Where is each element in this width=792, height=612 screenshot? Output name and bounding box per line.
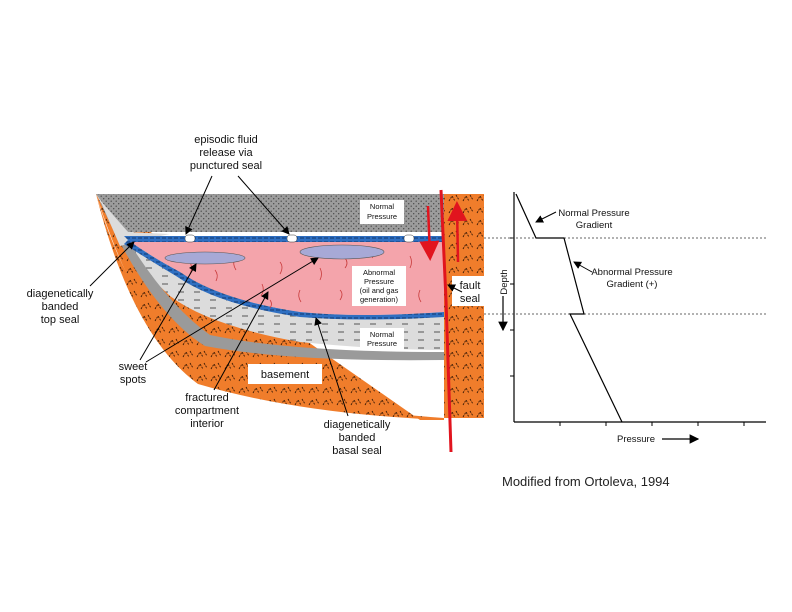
abnormal-gradient-line2: Gradient (+) xyxy=(607,279,658,290)
fractured-line3: interior xyxy=(190,418,224,430)
normal-pressure-top-box xyxy=(360,200,404,224)
seal-puncture-2 xyxy=(286,234,298,243)
episodic-release-line1: episodic fluid xyxy=(194,134,258,146)
basal-seal-band xyxy=(124,240,444,320)
abnormal-gradient-arrow xyxy=(573,261,593,273)
abnormal-pressure-line3: (oil and gas xyxy=(360,286,399,295)
normal-pressure-bottom-box xyxy=(360,328,404,350)
seal-puncture-3 xyxy=(403,234,415,243)
top-seal-band xyxy=(124,236,444,242)
episodic-arrow-right xyxy=(237,175,290,235)
top-seal-line3: top seal xyxy=(41,314,80,326)
basal-seal-line3: basal seal xyxy=(332,445,382,457)
normal-pressure-bottom-line2: Pressure xyxy=(367,339,397,348)
top-seal-line2: banded xyxy=(42,301,79,313)
pressure-depth-graph: Normal Pressure Gradient Abnormal Pressu… xyxy=(484,192,766,445)
pressure-profile xyxy=(515,193,623,423)
fault-up-arrow xyxy=(447,201,468,263)
upper-shale-wedge xyxy=(100,200,170,246)
abnormal-pressure-line1: Abnormal xyxy=(363,268,395,277)
fault-seal-box xyxy=(452,276,484,306)
fractured-line2: compartment xyxy=(175,405,239,417)
fault-seal-line1: fault xyxy=(460,280,481,292)
fault-seal-line2: seal xyxy=(460,293,480,305)
basal-seal-arrow xyxy=(314,317,349,417)
lower-shale-layer xyxy=(96,194,444,350)
pressure-axis-label: Pressure xyxy=(617,434,655,445)
top-seal-arrow xyxy=(89,241,135,287)
abnormal-pressure-box xyxy=(352,266,406,306)
abnormal-pressure-line2: Pressure xyxy=(364,277,394,286)
fractured-arrow xyxy=(213,291,269,391)
basement-rock xyxy=(96,194,484,420)
top-seal-line1: diagenetically xyxy=(27,288,94,300)
sweet-spot-left xyxy=(164,251,246,265)
fractured-line1: fractured xyxy=(185,392,228,404)
episodic-arrow-left xyxy=(185,175,213,235)
cross-section: Normal Pressure Abnormal Pressure (oil a… xyxy=(96,189,484,453)
normal-pressure-bottom-line1: Normal xyxy=(370,330,395,339)
basement-rock-lower xyxy=(96,194,444,420)
abnormal-gradient-line1: Abnormal Pressure xyxy=(591,267,672,278)
normal-pressure-top-line2: Pressure xyxy=(367,212,397,221)
normal-gradient-arrow xyxy=(535,211,557,223)
sweet-spots-arrow-right xyxy=(145,257,319,363)
fault-seal-arrow xyxy=(447,284,463,293)
callouts: episodic fluid release via punctured sea… xyxy=(27,134,463,457)
source-credit: Modified from Ortoleva, 1994 xyxy=(502,474,670,489)
depth-axis-label: Depth xyxy=(499,269,510,294)
normal-gradient-line2: Gradient xyxy=(576,220,613,231)
normal-gradient-line1: Normal Pressure xyxy=(558,208,629,219)
seal-puncture-1 xyxy=(184,234,196,243)
sweet-spot-right xyxy=(299,244,385,260)
basement-box xyxy=(248,364,322,384)
fault-down-arrow xyxy=(419,205,440,261)
episodic-release-line2: release via xyxy=(199,147,253,159)
abnormal-pressure-line4: generation) xyxy=(360,295,398,304)
episodic-release-line3: punctured seal xyxy=(190,160,262,172)
sweet-spots-line2: spots xyxy=(120,374,147,386)
fault-line xyxy=(439,189,453,453)
sweet-spots-line1: sweet xyxy=(119,361,148,373)
basement-label: basement xyxy=(261,369,309,381)
basal-seal-line2: banded xyxy=(339,432,376,444)
normal-pressure-top-line1: Normal xyxy=(370,202,395,211)
basal-seal-line1: diagenetically xyxy=(324,419,391,431)
sweet-spots-arrow-left xyxy=(139,263,197,361)
grey-basal-layer xyxy=(100,202,444,361)
